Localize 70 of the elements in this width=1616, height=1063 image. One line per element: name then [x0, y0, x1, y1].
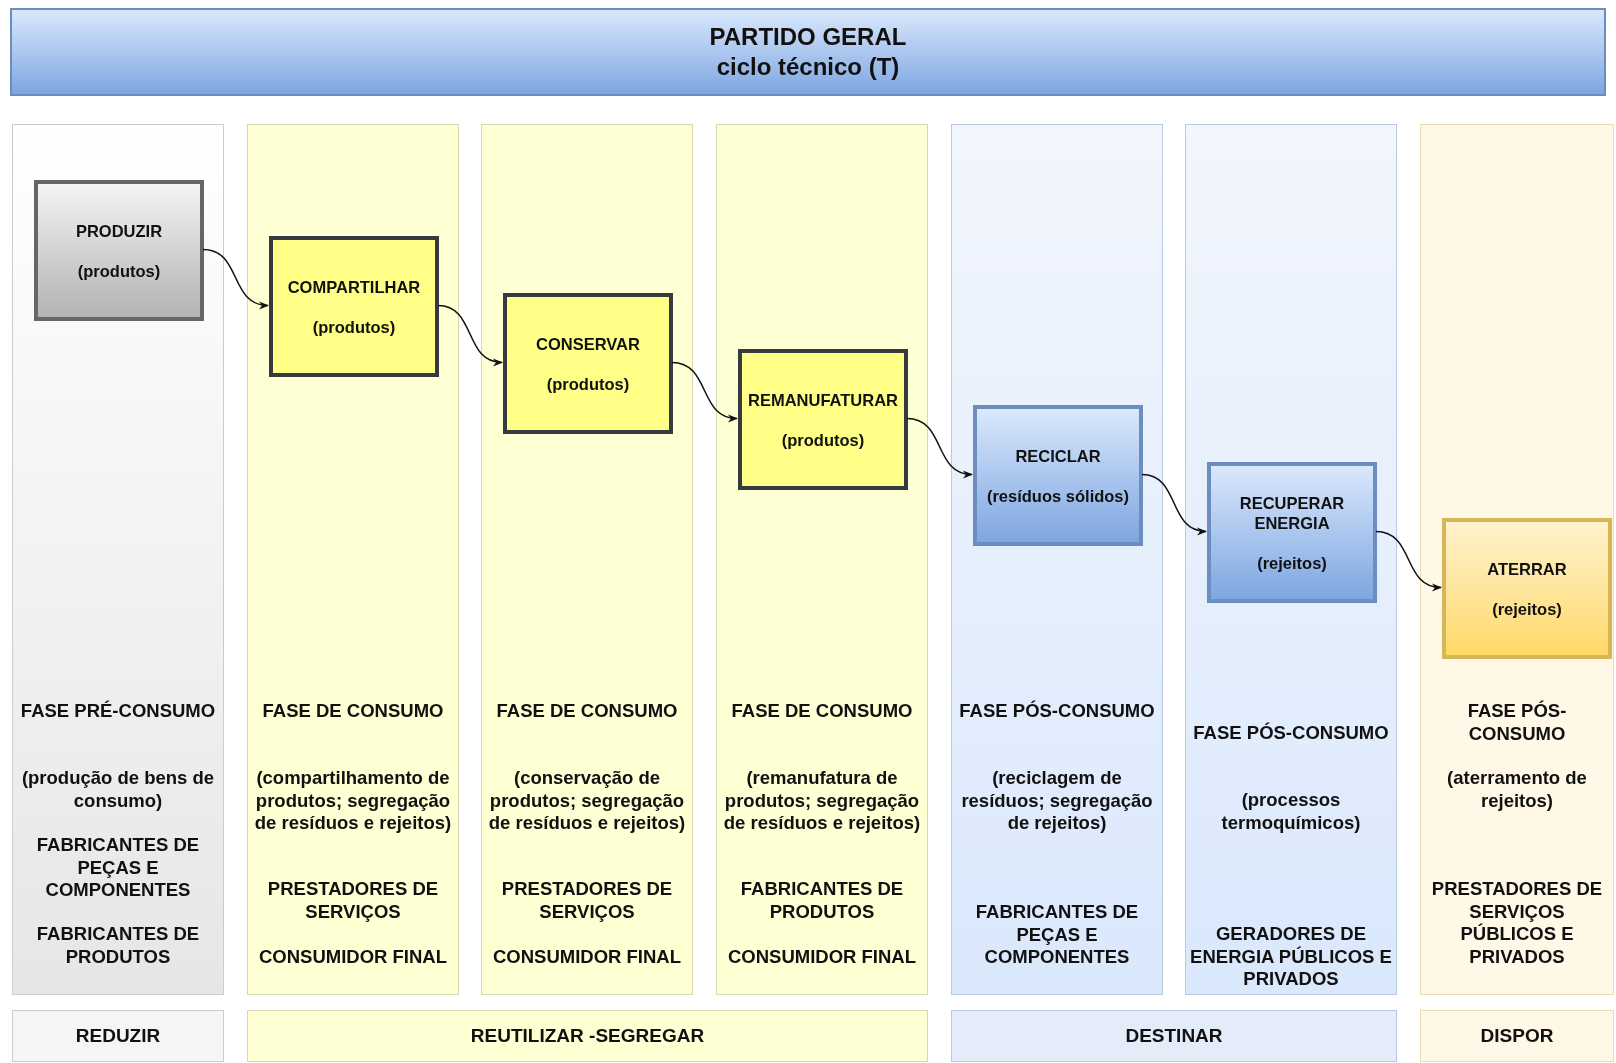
phase-column: [716, 124, 928, 995]
phase-heading: FASE PÓS-CONSUMO: [1466, 700, 1568, 745]
phase-description: (processos termoquímicos): [1220, 789, 1362, 834]
band-label: REDUZIR: [75, 1023, 161, 1048]
actor-label: FABRICANTES DE PRODUTOS: [739, 878, 905, 923]
connector-arrow: [671, 361, 738, 422]
process-box: [738, 349, 908, 490]
actor-label: FABRICANTES DE PEÇAS E COMPONENTES: [974, 901, 1140, 969]
process-object: (produtos): [545, 373, 631, 394]
phase-description: (reciclagem de resíduos; segregação de rejeitos): [960, 767, 1154, 835]
phase-column: [951, 124, 1163, 995]
phase-heading: FASE DE CONSUMO: [261, 700, 445, 723]
actor-label: FABRICANTES DE PRODUTOS: [35, 923, 201, 968]
process-object: (rejeitos): [1256, 552, 1328, 573]
process-object: (resíduos sólidos): [985, 485, 1131, 506]
phase-column: [481, 124, 693, 995]
actor-label: PRESTADORES DE SERVIÇOS: [266, 878, 440, 923]
process-box: [34, 180, 204, 321]
phase-heading: FASE DE CONSUMO: [495, 700, 679, 723]
phase-column: [1185, 124, 1397, 995]
process-box: [1442, 518, 1612, 659]
category-band: [12, 1010, 224, 1062]
phase-column: [1420, 124, 1614, 995]
process-name: ATERRAR: [1486, 558, 1568, 579]
actor-label: CONSUMIDOR FINAL: [257, 946, 449, 969]
phase-description: (aterramento de rejeitos): [1446, 767, 1588, 812]
actor-label: CONSUMIDOR FINAL: [726, 946, 918, 969]
process-name: REMANUFATURAR: [747, 389, 899, 410]
band-label: DISPOR: [1480, 1023, 1554, 1048]
actor-label: FABRICANTES DE PEÇAS E COMPONENTES: [35, 834, 201, 902]
process-object: (produtos): [76, 260, 162, 281]
phase-heading: FASE PÓS-CONSUMO: [1192, 722, 1390, 745]
process-object: (produtos): [311, 316, 397, 337]
process-box: [973, 405, 1143, 546]
connector-arrow: [437, 304, 503, 366]
actor-label: CONSUMIDOR FINAL: [491, 946, 683, 969]
connector-arrow: [202, 248, 269, 309]
process-box: [269, 236, 439, 377]
process-name: CONSERVAR: [535, 333, 641, 354]
actor-label: GERADORES DE ENERGIA PÚBLICOS E PRIVADOS: [1189, 923, 1393, 991]
phase-heading: FASE PÓS-CONSUMO: [958, 700, 1156, 723]
phase-heading: FASE DE CONSUMO: [730, 700, 914, 723]
connector-arrow: [906, 417, 973, 478]
phase-column: [247, 124, 459, 995]
phase-description: (conservação de produtos; segregação de resíduos e rejeitos): [487, 767, 687, 835]
process-name: RECUPERAR ENERGIA: [1238, 492, 1346, 533]
category-band: [951, 1010, 1397, 1062]
phase-column: [12, 124, 224, 995]
category-band: [247, 1010, 928, 1062]
phase-description: (produção de bens de consumo): [20, 767, 216, 812]
process-name: COMPARTILHAR: [286, 276, 422, 297]
process-object: (rejeitos): [1491, 598, 1563, 619]
process-object: (produtos): [780, 429, 866, 450]
phase-heading: FASE PRÉ-CONSUMO: [19, 700, 217, 723]
phase-description: (compartilhamento de produtos; segregação de resíduos e rejeitos): [253, 767, 453, 835]
actor-label: PRESTADORES DE SERVIÇOS PÚBLICOS E PRIVADOS: [1430, 878, 1604, 968]
title-text: PARTIDO GERAL: [709, 22, 907, 52]
connector-arrow: [1375, 530, 1442, 591]
process-box: [1207, 462, 1377, 603]
band-label: REUTILIZAR -SEGREGAR: [470, 1023, 705, 1048]
actor-label: PRESTADORES DE SERVIÇOS: [500, 878, 674, 923]
process-name: PRODUZIR: [74, 220, 164, 241]
title-banner: [10, 8, 1606, 96]
band-label: DESTINAR: [1125, 1023, 1223, 1048]
category-band: [1420, 1010, 1614, 1062]
subtitle-text: ciclo técnico (T): [716, 52, 900, 82]
process-box: [503, 293, 673, 434]
connector-arrow: [1141, 473, 1207, 535]
process-name: RECICLAR: [1014, 445, 1102, 466]
phase-description: (remanufatura de produtos; segregação de resíduos e rejeitos): [722, 767, 922, 835]
